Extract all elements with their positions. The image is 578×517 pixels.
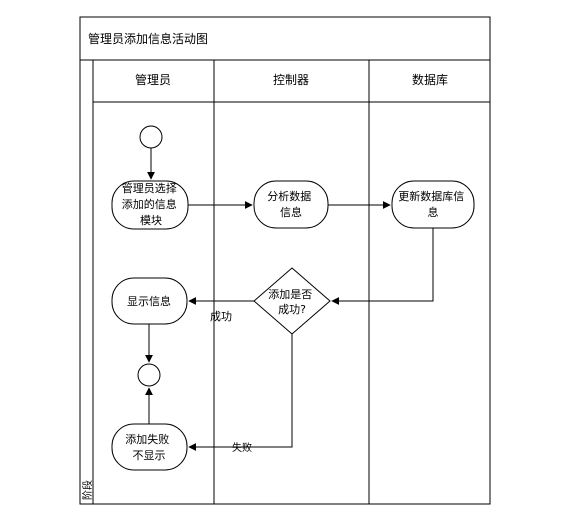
svg-text:分析数据 信息: 分析数据 信息 [267, 189, 315, 219]
node-decision-line2: 成功? [278, 303, 306, 316]
diagram-title: 管理员添加信息活动图 [88, 31, 208, 46]
node-analyze [253, 180, 329, 229]
svg-text:添加是否 成功?: 添加是否 成功? [268, 287, 316, 316]
node-select-module-line1: 管理员选择 [122, 181, 177, 195]
edge-label-fail: 失败 [232, 441, 252, 454]
node-fail-hide-line1: 添加失败 [125, 432, 169, 446]
node-select-module-line3: 模块 [140, 214, 162, 227]
node-update-db-line1: 更新数据库信 [398, 189, 464, 203]
node-fail-hide-line2: 不显示 [133, 449, 166, 462]
node-update-db [391, 180, 475, 229]
edge-update-to-decision [331, 228, 434, 305]
phase-label: 阶段 [81, 480, 94, 500]
edge-decision-fail [188, 334, 293, 451]
diagram-frame [79, 16, 491, 505]
node-decision-line1: 添加是否 [268, 287, 312, 301]
node-fail-hide [111, 423, 188, 471]
svg-text:添加失败 不显示: 添加失败 不显示 [125, 432, 173, 462]
lane-header-admin: 管理员 [135, 72, 171, 87]
svg-text:管理员选择 添加的信息 模块: 管理员选择 添加的信息 模块 [122, 181, 181, 227]
node-update-db-line2: 息 [428, 205, 439, 219]
lane-header-controller: 控制器 [273, 73, 309, 87]
node-show-info-label: 显示信息 [127, 294, 171, 308]
node-select-module-line2: 添加的信息 [122, 197, 177, 211]
lane-header-database: 数据库 [412, 72, 448, 87]
end-node [137, 363, 161, 387]
svg-text:更新数据库信 息: 更新数据库信 息 [398, 189, 468, 219]
node-analyze-line1: 分析数据 [267, 189, 311, 203]
edge-label-success: 成功 [210, 310, 232, 323]
node-analyze-line2: 信息 [280, 205, 302, 219]
start-node [139, 125, 163, 149]
